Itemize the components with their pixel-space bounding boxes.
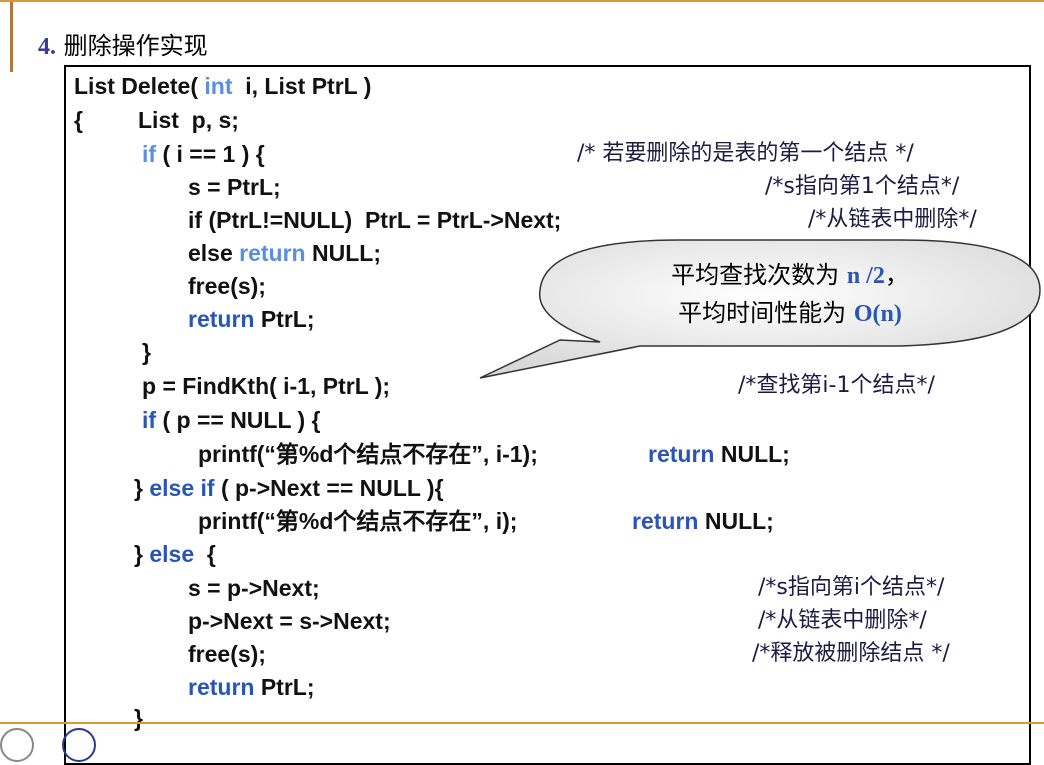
bottom-rule (0, 722, 1044, 724)
code-block (64, 65, 1031, 765)
code-line-17: p->Next = s->Next; (188, 608, 391, 634)
left-accent-bar (10, 2, 13, 72)
top-rule (0, 0, 1044, 2)
section-number: 4. (38, 34, 56, 60)
callout-line-1: 平均查找次数为 n /2， (671, 261, 909, 289)
code-line-6: else return NULL; (188, 240, 381, 266)
code-line-9: } (142, 339, 151, 365)
comment-s-first: /*s指向第1个结点*/ (765, 174, 960, 199)
comment-remove-2: /*从链表中删除*/ (758, 608, 927, 633)
code-line-13: } else if ( p->Next == NULL ){ (134, 475, 444, 501)
code-line-18: free(s); (188, 641, 266, 667)
code-line-20: } (134, 705, 143, 731)
code-line-11: if ( p == NULL ) { (142, 407, 321, 433)
comment-remove-1: /*从链表中删除*/ (808, 207, 977, 232)
code-line-5: if (PtrL!=NULL) PtrL = PtrL->Next; (188, 207, 562, 233)
section-title: 删除操作实现 (63, 32, 208, 60)
code-line-8: return PtrL; (188, 306, 315, 332)
code-line-7: free(s); (188, 273, 266, 299)
comment-s-ith: /*s指向第i个结点*/ (758, 575, 945, 600)
code-line-14: printf(“第%d个结点不存在”, i); (198, 508, 518, 534)
code-line-16: s = p->Next; (188, 575, 320, 601)
code-line-2-decl: List p, s; (138, 107, 239, 133)
code-line-2: { (74, 107, 83, 133)
comment-free: /*释放被删除结点 */ (752, 641, 950, 666)
code-line-19: return PtrL; (188, 674, 315, 700)
university-seal-icon (0, 728, 34, 762)
comment-first-node: /* 若要删除的是表的第一个结点 */ (577, 141, 914, 166)
code-line-3: if ( i == 1 ) { (142, 141, 265, 167)
comment-find-kth: /*查找第i-1个结点*/ (738, 373, 935, 398)
code-line-4: s = PtrL; (188, 174, 281, 200)
code-line-1: List Delete( int i, List PtrL ) (74, 73, 372, 99)
callout-bubble (479, 239, 1041, 379)
university-logo-icon (62, 728, 96, 762)
code-line-15: } else { (134, 541, 216, 567)
code-line-14-return: return NULL; (632, 508, 774, 534)
code-line-10: p = FindKth( i-1, PtrL ); (142, 373, 391, 399)
code-line-12: printf(“第%d个结点不存在”, i-1); (198, 441, 538, 467)
callout-line-2: 平均时间性能为 O(n) (678, 299, 902, 327)
code-line-12-return: return NULL; (648, 441, 790, 467)
section-heading: 4. 删除操作实现 (38, 26, 208, 61)
